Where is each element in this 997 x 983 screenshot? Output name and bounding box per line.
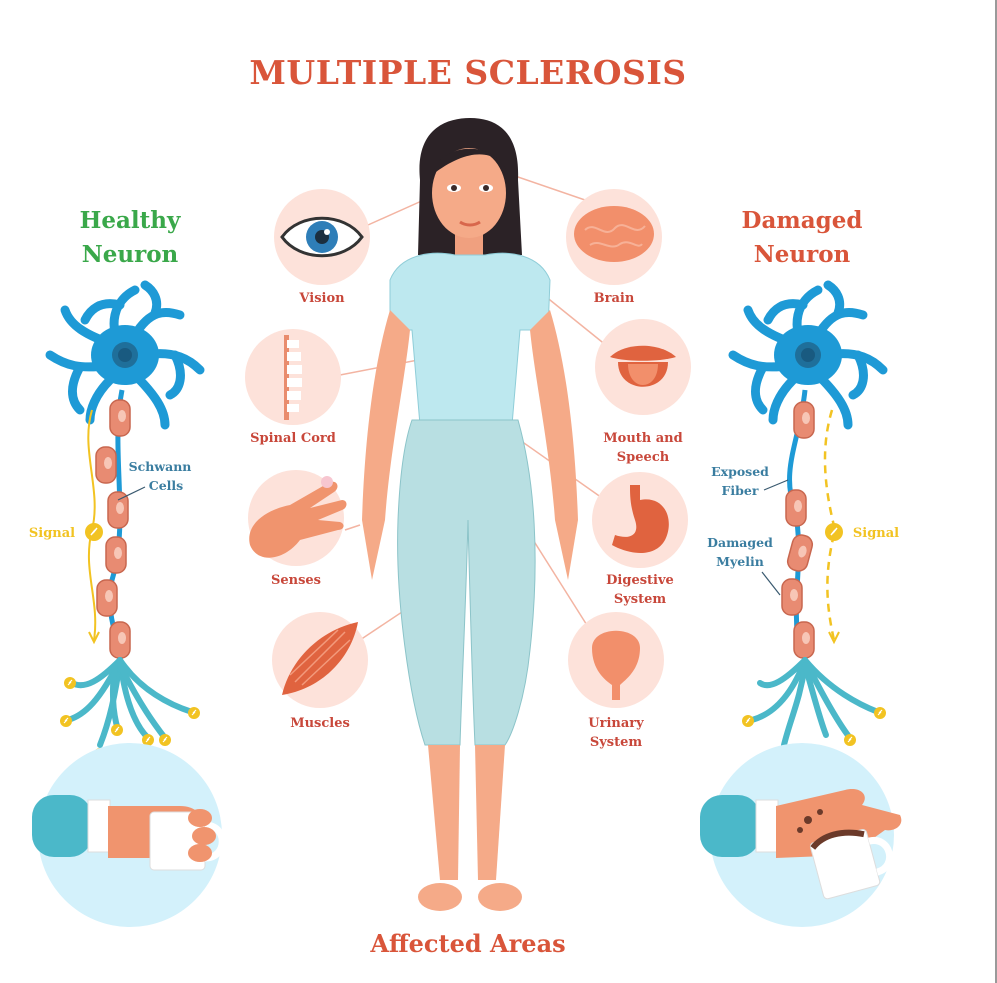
healthy-heading-line1: Healthy	[80, 207, 181, 234]
hand-icon	[249, 481, 347, 558]
mouth-icon	[610, 345, 676, 387]
brain-label: Brain	[594, 291, 635, 306]
urinary-label-line2: System	[590, 735, 643, 750]
damaged-neuron-section: Damaged Neuron Exposed Fiber Damaged Mye…	[700, 207, 902, 927]
healthy-neuron-illustration	[50, 285, 200, 761]
senses-label: Senses	[271, 573, 321, 588]
schwann-label-line1: Schwann	[129, 459, 192, 474]
healthy-hand-holding-cup	[32, 743, 226, 927]
schwann-label-line2: Cells	[149, 478, 183, 493]
mouth-label-line2: Speech	[617, 450, 670, 465]
page-title: MULTIPLE SCLEROSIS	[249, 53, 686, 92]
damaged-signal-label: Signal	[853, 526, 899, 541]
digestive-label-line2: System	[614, 592, 667, 607]
damaged-hand-dropping-cup	[700, 743, 902, 927]
exposed-fiber-label-line2: Fiber	[722, 483, 759, 498]
spine-icon	[284, 335, 302, 420]
spinal-cord-label: Spinal Cord	[250, 431, 336, 446]
area-spinal-cord: Spinal Cord	[245, 329, 341, 446]
bladder-icon	[592, 630, 640, 700]
urinary-label-line1: Urinary	[588, 716, 644, 731]
area-senses: Senses	[248, 470, 347, 588]
area-vision: Vision	[274, 189, 370, 306]
area-urinary-system: Urinary System	[568, 612, 664, 750]
damaged-heading-line1: Damaged	[742, 207, 863, 234]
muscles-label: Muscles	[290, 716, 350, 731]
brain-icon	[574, 206, 654, 262]
exposed-fiber-pointer	[763, 479, 789, 491]
area-mouth-speech: Mouth and Speech	[595, 319, 691, 465]
area-digestive-system: Digestive System	[592, 472, 688, 607]
exposed-fiber-label-line1: Exposed	[711, 464, 769, 479]
damaged-myelin-pointer	[761, 571, 781, 596]
area-muscles: Muscles	[272, 612, 368, 731]
affected-areas-caption: Affected Areas	[369, 929, 565, 958]
area-brain: Brain	[566, 189, 662, 306]
stomach-icon	[612, 485, 669, 554]
signal-icon	[825, 523, 843, 541]
woman-figure	[362, 118, 578, 911]
healthy-neuron-section: Healthy Neuron Schwann Cells	[29, 207, 226, 927]
signal-icon	[85, 523, 103, 541]
digestive-label-line1: Digestive	[606, 573, 674, 588]
mouth-label-line1: Mouth and	[603, 431, 682, 446]
damaged-myelin-label-line2: Myelin	[716, 554, 764, 569]
damaged-signal-arrow	[823, 409, 837, 641]
damaged-neuron-illustration	[733, 285, 886, 748]
healthy-signal-label: Signal	[29, 526, 75, 541]
damaged-myelin-label-line1: Damaged	[707, 535, 773, 550]
vision-label: Vision	[298, 291, 345, 306]
damaged-heading-line2: Neuron	[754, 241, 851, 268]
schwann-pointer	[117, 486, 146, 501]
healthy-heading-line2: Neuron	[82, 241, 179, 268]
